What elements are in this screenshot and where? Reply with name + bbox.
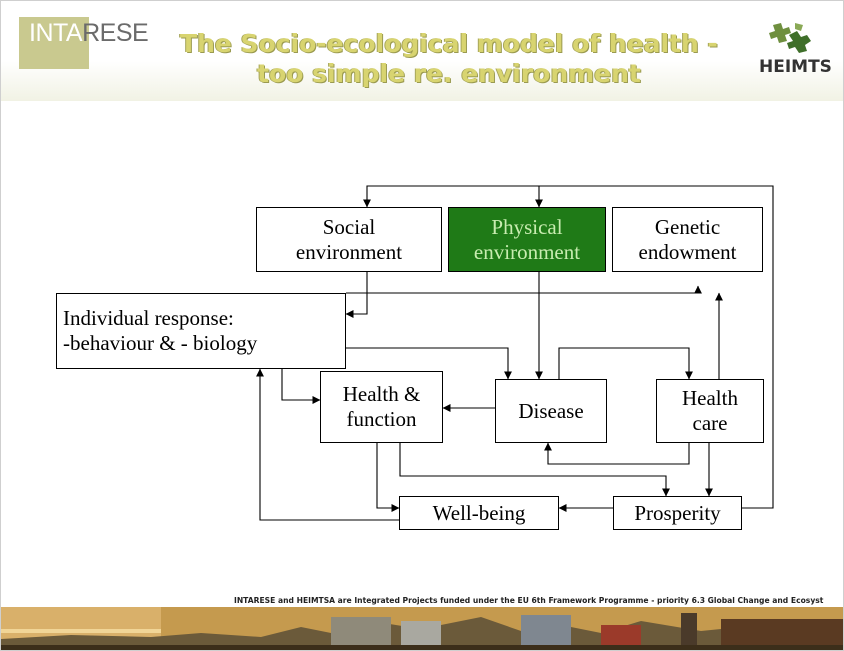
footer-image-band <box>1 607 843 650</box>
footer-funding-text: INTARESE and HEIMTSA are Integrated Proj… <box>234 596 824 605</box>
footer-landscape-image <box>1 607 843 650</box>
connector-wellbeing-to-individual <box>256 368 399 521</box>
connector-disease-to-healthcare <box>558 347 693 380</box>
node-disease-label: Disease <box>518 398 584 423</box>
connector-individual-to-health <box>281 369 321 404</box>
connector-prosperity-loop <box>363 185 774 509</box>
node-well-being: Well-being <box>399 496 559 530</box>
header-band <box>1 1 843 101</box>
intarese-logo: INTARESE <box>29 19 149 48</box>
connector-health-to-wellbeing <box>376 443 400 512</box>
slide-title: The Socio-ecological model of health - t… <box>169 29 729 89</box>
connector-individual-to-disease <box>346 347 512 380</box>
node-social-line2: environment <box>295 239 403 264</box>
heimtsa-logo-text: HEIMTS <box>759 57 832 77</box>
node-social-line1: Social <box>322 214 376 239</box>
intarese-logo-block <box>19 17 89 69</box>
node-disease: Disease <box>495 379 607 443</box>
node-well-being-label: Well-being <box>432 500 526 525</box>
connector-health-to-prosperity <box>399 443 670 497</box>
intarese-logo-part2: RESE <box>82 19 149 47</box>
connector-social-to-individual <box>345 272 368 318</box>
node-prosperity: Prosperity <box>613 496 742 530</box>
node-health-care-line2: care <box>692 411 728 435</box>
node-physical-line1: Physical <box>491 214 563 239</box>
node-genetic-line2: endowment <box>638 239 737 264</box>
node-health-function-line2: function <box>346 407 417 431</box>
intarese-logo-part1: INTA <box>29 19 83 47</box>
node-physical-line2: environment <box>473 239 581 264</box>
connector-line-to-genetic <box>346 285 702 294</box>
node-individual-response: Individual response:-behaviour & - biolo… <box>56 293 346 369</box>
heimtsa-logo: HEIMTS <box>753 21 843 81</box>
slide-title-line2: too simple re. environment <box>257 59 641 88</box>
node-prosperity-label: Prosperity <box>634 500 721 525</box>
connector-healthcare-to-disease <box>544 442 690 465</box>
slide-title-line1: The Socio-ecological model of health - <box>180 29 718 58</box>
node-genetic-line1: Genetic <box>654 214 721 239</box>
node-health-function: Health &function <box>320 371 443 443</box>
node-health-function-line1: Health & <box>342 382 421 406</box>
puzzle-icon <box>769 23 811 53</box>
node-individual-line1: Individual response: <box>63 306 234 330</box>
node-health-care-line1: Health <box>682 386 738 410</box>
node-individual-line2: -behaviour & - biology <box>63 331 258 355</box>
